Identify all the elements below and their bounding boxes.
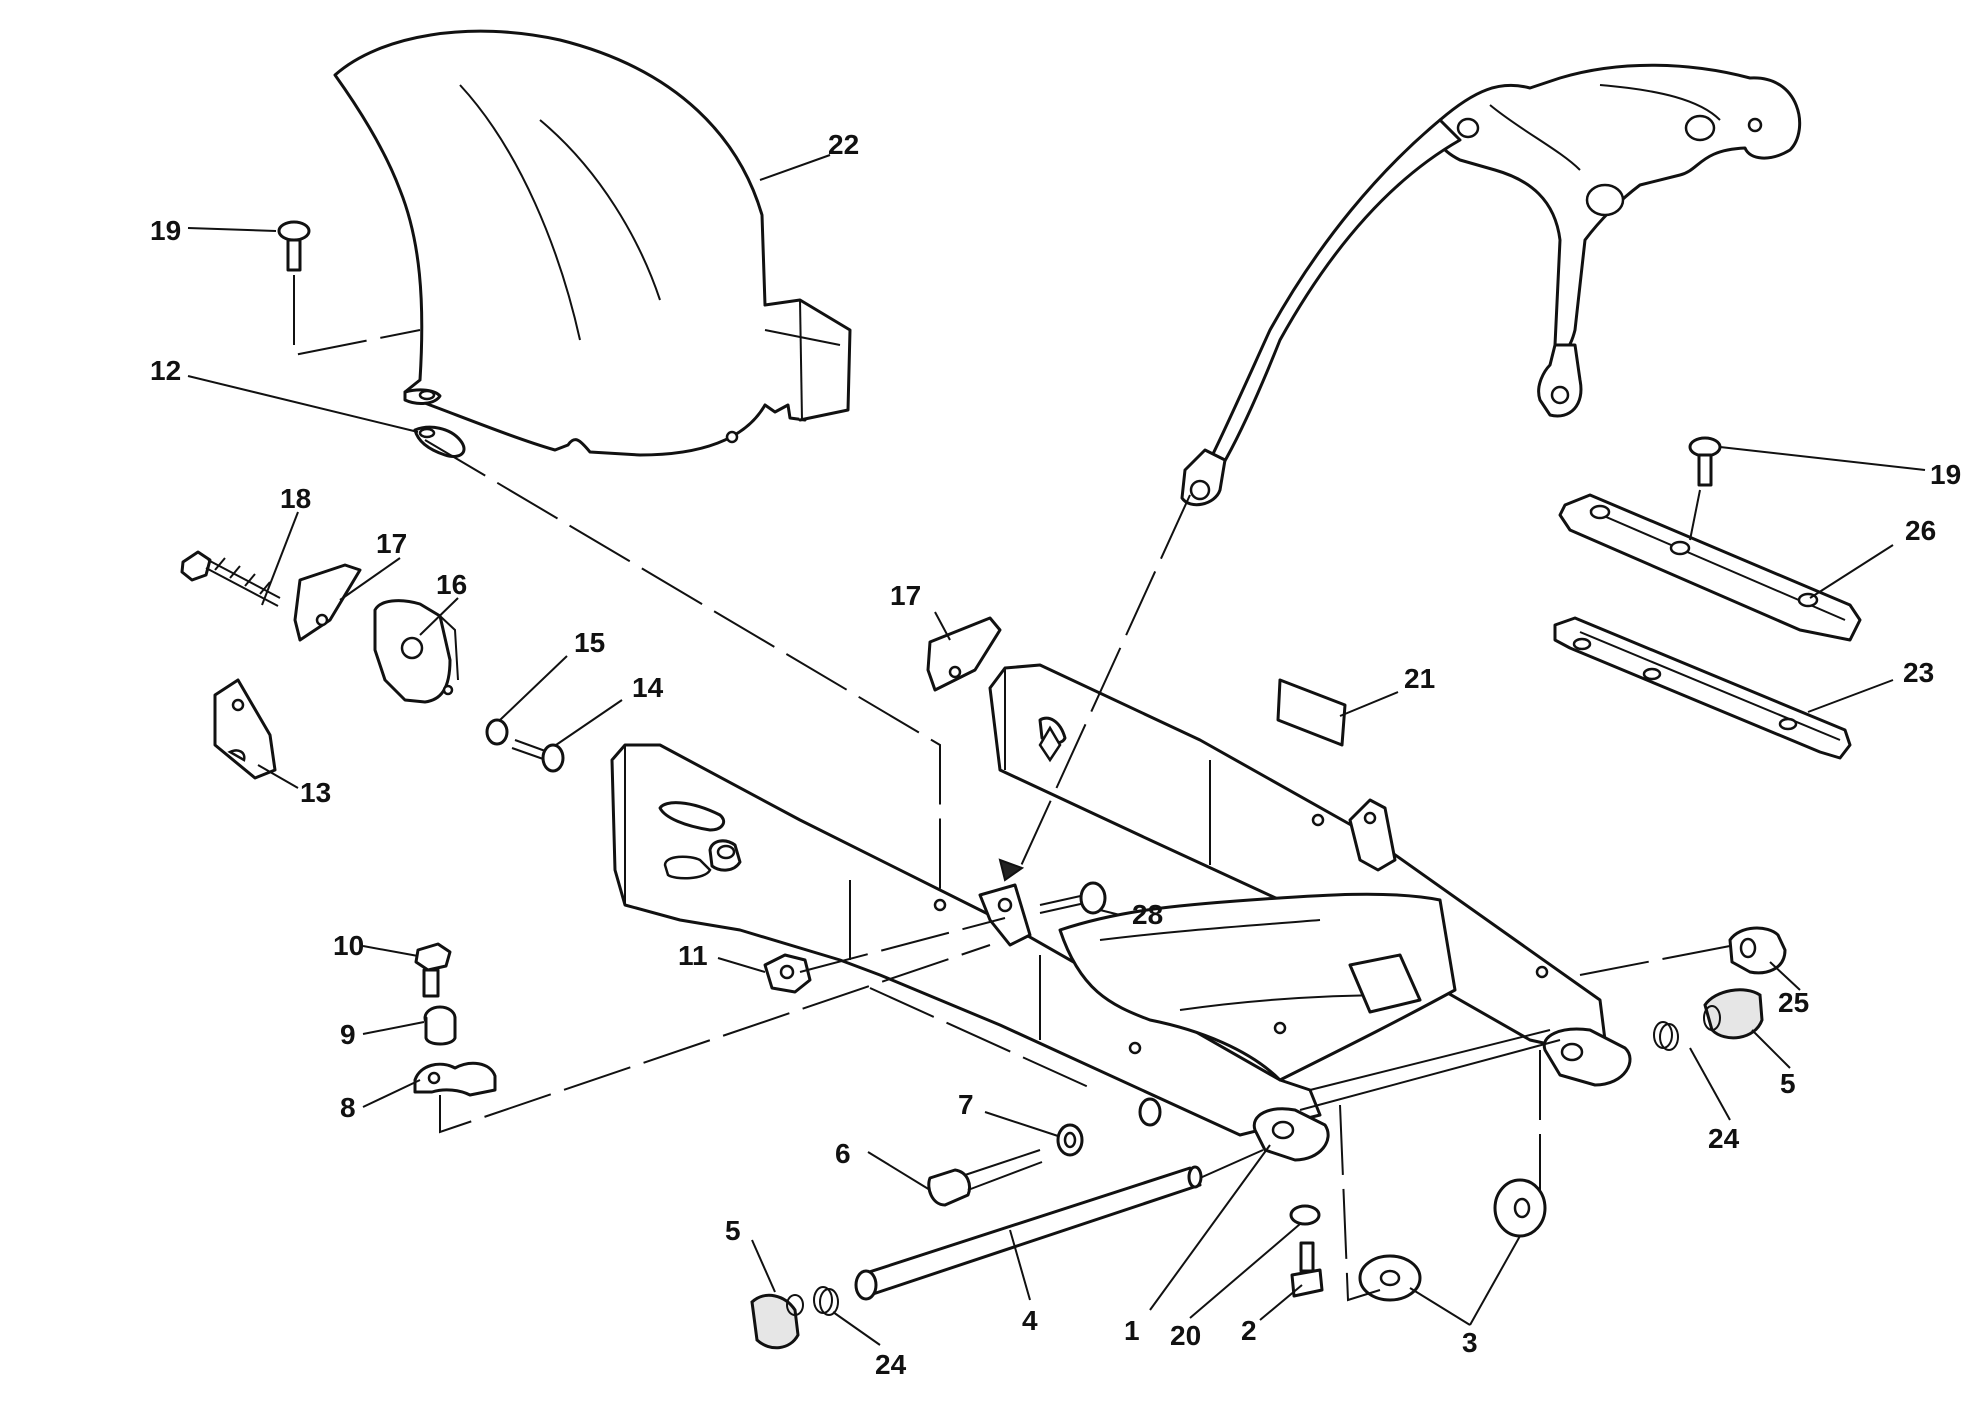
cap-5-right-part <box>1703 988 1764 1040</box>
assembly-lines <box>293 275 1736 1302</box>
callout-10: 10 <box>333 930 364 961</box>
washer-3-upper-part <box>1493 1178 1547 1238</box>
spacer-9-part <box>423 1005 457 1046</box>
callout-13: 13 <box>300 777 331 808</box>
callout-24-right: 24 <box>1708 1123 1740 1154</box>
callout-17-center: 17 <box>890 580 921 611</box>
pivot-shaft-4-part <box>854 1165 1203 1301</box>
washer-15-part <box>485 718 509 746</box>
callout-5-right: 5 <box>1780 1068 1796 1099</box>
callout-3: 3 <box>1462 1327 1478 1358</box>
swing-arm-part <box>610 663 1632 1162</box>
callout-19-left: 19 <box>150 215 181 246</box>
bolt-28-part <box>1039 881 1107 915</box>
bolt-14-part <box>511 739 565 773</box>
callout-7: 7 <box>958 1089 974 1120</box>
leader-lines <box>187 154 1926 1346</box>
chain-adjuster-part <box>373 599 459 704</box>
callout-2: 2 <box>1241 1315 1257 1346</box>
callout-18: 18 <box>280 483 311 514</box>
callout-19-right: 19 <box>1930 459 1961 490</box>
callout-1: 1 <box>1124 1315 1140 1346</box>
callout-21: 21 <box>1404 663 1435 694</box>
callout-28: 28 <box>1132 899 1163 930</box>
nut-25-part <box>1728 926 1787 975</box>
callout-22: 22 <box>828 129 859 160</box>
callout-25: 25 <box>1778 987 1809 1018</box>
nut-11-part <box>763 953 812 994</box>
chain-guide-lower-part <box>1553 616 1852 760</box>
bracket-center-part <box>926 616 1002 692</box>
rubber-pad-part <box>1276 678 1347 747</box>
bracket-left-part <box>293 563 362 642</box>
callout-23: 23 <box>1903 657 1934 688</box>
callout-24-left: 24 <box>875 1349 907 1380</box>
circlip-24-left-part <box>813 1286 839 1316</box>
callout-20: 20 <box>1170 1320 1201 1351</box>
bolt-6-part <box>927 1149 1043 1207</box>
brake-torque-arm-part <box>1180 63 1802 507</box>
callout-9: 9 <box>340 1019 356 1050</box>
bolt-18-part <box>180 550 281 607</box>
callout-12: 12 <box>150 355 181 386</box>
callout-11: 11 <box>678 940 708 971</box>
callout-14: 14 <box>632 672 664 703</box>
callout-15: 15 <box>574 627 605 658</box>
screw-2-part <box>1290 1241 1324 1298</box>
plate-13-part <box>213 678 277 780</box>
callout-4: 4 <box>1022 1305 1038 1336</box>
arrowhead <box>998 858 1025 882</box>
callout-8: 8 <box>340 1092 356 1123</box>
callout-6: 6 <box>835 1138 851 1169</box>
mudguard-part <box>333 29 852 458</box>
circlip-24-right-part <box>1653 1021 1679 1051</box>
callout-26: 26 <box>1905 515 1936 546</box>
bolt-10-part <box>414 942 452 998</box>
clamp-8-part <box>413 1061 497 1097</box>
screw-19-left-part <box>277 220 311 272</box>
callout-16: 16 <box>436 569 467 600</box>
chain-guide-upper-part <box>1558 493 1862 642</box>
cap-5-left-part <box>750 1293 804 1350</box>
seal-ring-part <box>1138 1097 1162 1127</box>
callout-17-left: 17 <box>376 528 407 559</box>
callout-5-left: 5 <box>725 1215 741 1246</box>
washer-20-part <box>1289 1204 1321 1226</box>
screw-19-right-part <box>1688 436 1722 487</box>
callout-labels: 22 19 12 18 17 16 13 15 14 17 21 19 26 2… <box>150 129 1961 1380</box>
washer-3-lower-part <box>1358 1254 1422 1302</box>
